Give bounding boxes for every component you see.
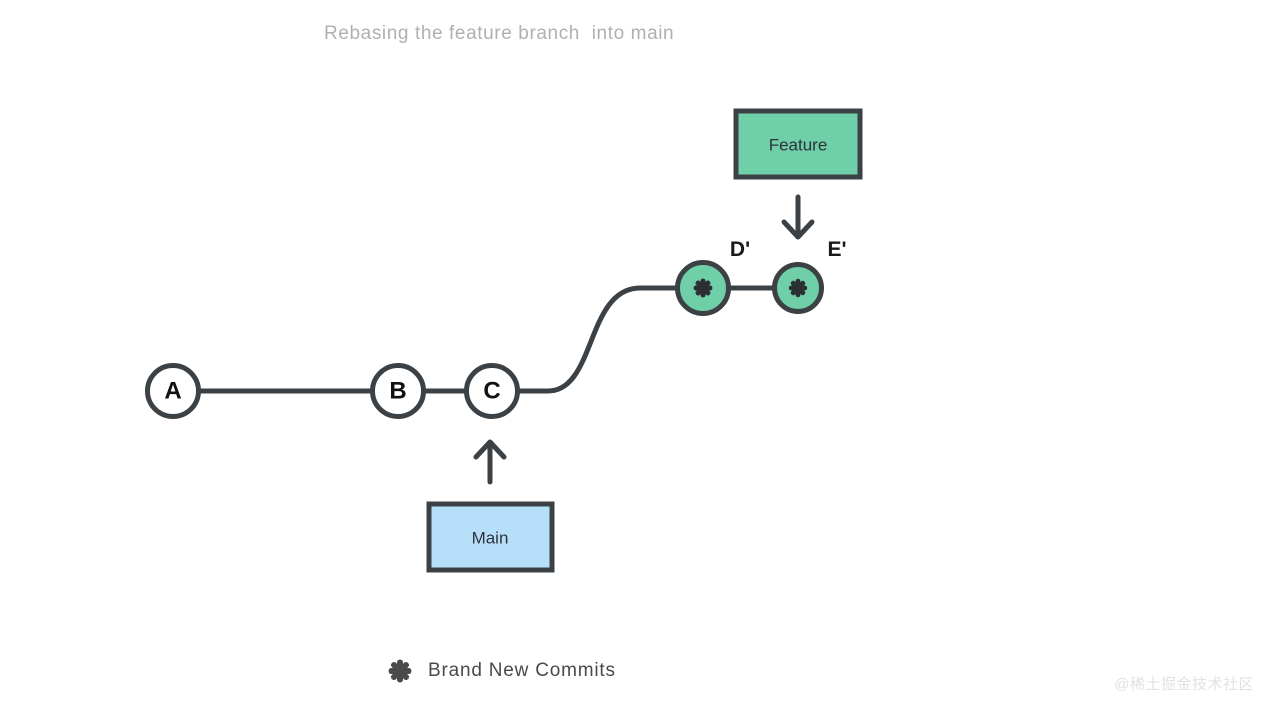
asterisk-flower-icon [693, 278, 713, 298]
branch-box-main[interactable]: Main [426, 501, 555, 573]
edge-c-to-dprime [489, 285, 706, 394]
feature-box-label: Feature [769, 136, 828, 155]
commit-label-a: A [164, 378, 181, 405]
commit-label-c: C [483, 378, 500, 405]
commit-node-b[interactable]: B [370, 363, 426, 419]
arrow-feature-down-icon [781, 194, 815, 240]
legend: Brand New Commits [386, 657, 616, 685]
feature-box-rect [733, 108, 863, 180]
commit-circle-b [370, 363, 426, 419]
commit-circle-a [145, 363, 201, 419]
arrow-main-up-icon [473, 439, 507, 485]
commit-circle-c [464, 363, 520, 419]
commit-label-b: B [389, 378, 406, 405]
main-box-rect [426, 501, 555, 573]
commit-node-c[interactable]: C [464, 363, 520, 419]
main-box-label: Main [472, 529, 509, 548]
commit-node-eprime[interactable]: E' [772, 238, 847, 314]
asterisk-flower-icon [388, 659, 412, 683]
commit-node-a[interactable]: A [145, 363, 201, 419]
page-title: Rebasing the feature branch into main [324, 23, 675, 44]
branch-box-feature[interactable]: Feature [733, 108, 863, 180]
legend-label: Brand New Commits [428, 660, 616, 681]
commit-label-dprime: D' [730, 238, 750, 261]
asterisk-flower-icon [788, 278, 808, 298]
commit-node-dprime[interactable]: D' [675, 238, 751, 316]
commit-label-eprime: E' [827, 238, 846, 261]
watermark: @稀土掘金技术社区 [1114, 676, 1254, 693]
